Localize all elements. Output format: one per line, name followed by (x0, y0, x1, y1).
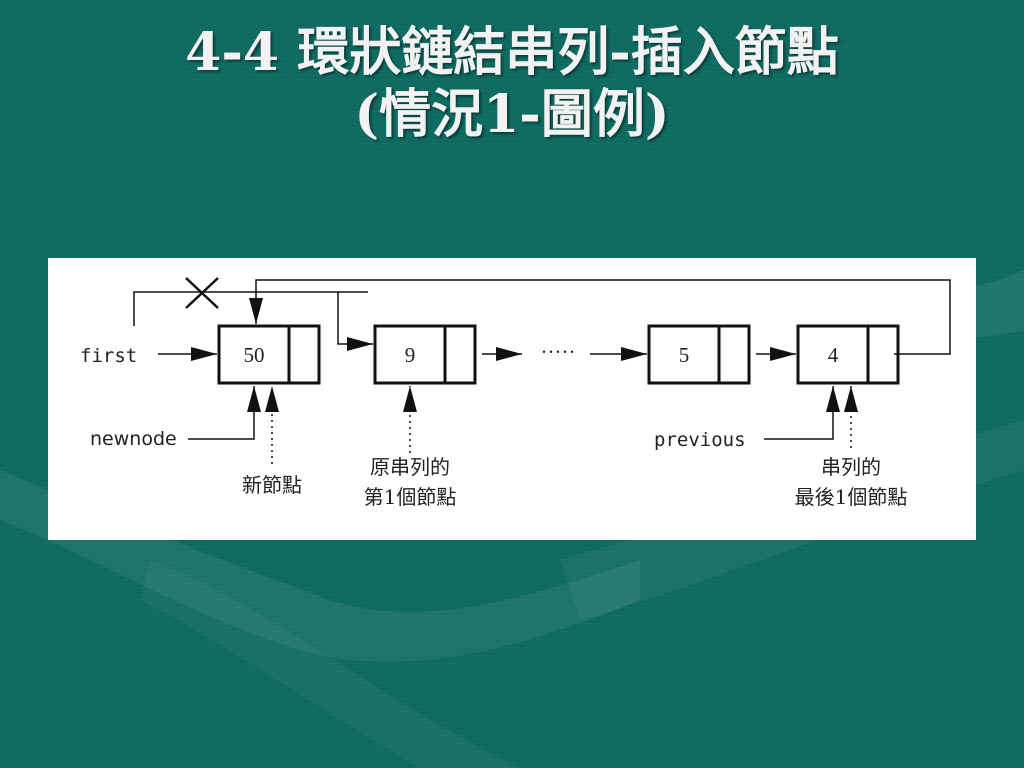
node-50: 50 (217, 324, 321, 385)
node-4: 4 (796, 324, 900, 385)
diagram-panel: 50 9 5 4 first (48, 258, 976, 540)
slide-title: 4-4 環狀鏈結串列-插入節點 (情況1-圖例) (0, 22, 1024, 146)
newnode-next-arrow (337, 292, 373, 351)
node-value: 4 (828, 343, 839, 367)
previous-arrow (764, 386, 840, 440)
node-5: 5 (647, 324, 751, 385)
newnode-pointer-label: newnode (90, 428, 177, 450)
last-node-annotation-line2: 最後1個節點 (795, 485, 908, 509)
title-line-2: (情況1-圖例) (354, 84, 670, 145)
previous-pointer-label: previous (654, 429, 746, 451)
linked-list-diagram: 50 9 5 4 first (80, 277, 951, 509)
node-value: 5 (679, 343, 690, 367)
circular-link-arrow (249, 279, 951, 355)
node-value: 50 (244, 343, 265, 367)
node-value: 9 (405, 343, 416, 367)
orig-first-annotation-line2: 第1個節點 (364, 485, 457, 509)
first-pointer-label: first (80, 345, 137, 367)
ellipsis: ····· (541, 340, 576, 364)
orig-first-annotation-line1: 原串列的 (370, 455, 450, 479)
node-9: 9 (373, 324, 477, 385)
newnode-arrow (188, 386, 261, 440)
old-first-link (133, 291, 368, 326)
new-node-annotation: 新節點 (242, 473, 302, 497)
cross-mark-icon (185, 277, 219, 309)
title-line-1: 4-4 環狀鏈結串列-插入節點 (185, 22, 839, 83)
last-node-annotation-line1: 串列的 (821, 455, 881, 479)
